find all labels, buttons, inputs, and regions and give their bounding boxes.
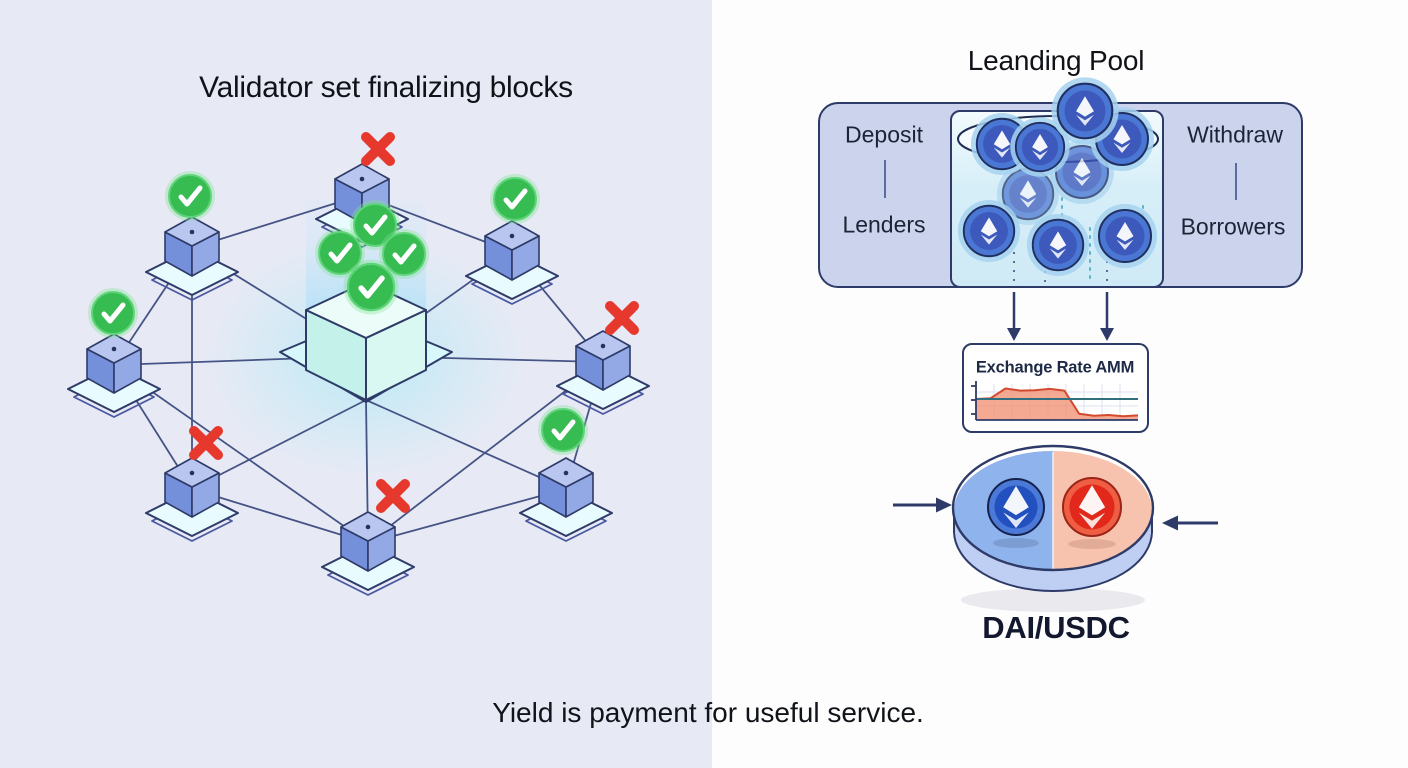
lending-pool-graphics (884, 77, 1237, 612)
validator-node-upper-left (145, 216, 239, 301)
eth-coin (958, 200, 1020, 262)
deposit-label: Deposit (845, 121, 923, 148)
x-icon (381, 484, 405, 508)
amm-area-fill (976, 388, 1138, 420)
borrowers-label: Borrowers (1180, 213, 1286, 240)
usdc-eth-coin (1062, 477, 1122, 537)
dai-eth-coin (987, 478, 1045, 536)
x-icon (194, 431, 218, 455)
pair-label: DAI/USDC (982, 610, 1130, 645)
validator-node-bottom (321, 511, 415, 596)
check-icon (344, 260, 399, 315)
lending-pool-title: Leanding Pool (967, 45, 1145, 76)
eth-coin (1027, 214, 1089, 276)
amm-box-title: Exchange Rate AMM (975, 358, 1135, 377)
validator-node-left (67, 333, 161, 418)
validator-node-right (556, 330, 650, 415)
check-icon (165, 171, 215, 221)
inflow-arrows (893, 497, 1218, 531)
eth-coin (1093, 204, 1157, 268)
validator-network (67, 137, 650, 596)
lenders-label: Lenders (842, 211, 926, 238)
x-icon (610, 306, 634, 330)
finalized-block (279, 281, 453, 403)
check-icon (538, 405, 588, 455)
x-icon (366, 137, 390, 161)
eth-coin (1051, 77, 1118, 144)
amm-rate-line (975, 387, 1139, 418)
check-icon (88, 288, 138, 338)
down-arrow-icon (1007, 328, 1114, 341)
caption-text: Yield is payment for useful service. (492, 697, 924, 728)
withdraw-label: Withdraw (1187, 121, 1283, 148)
liquidity-disc (951, 444, 1155, 612)
check-icon (490, 174, 540, 224)
chart-axes (971, 381, 1138, 421)
disc-shadow (961, 588, 1145, 612)
amm-chart (971, 381, 1139, 421)
validator-node-lower-right (519, 457, 613, 542)
pool-to-amm-arrows (1012, 292, 1109, 328)
disc-outline (951, 444, 1155, 572)
left-panel-title: Validator set finalizing blocks (199, 71, 573, 104)
